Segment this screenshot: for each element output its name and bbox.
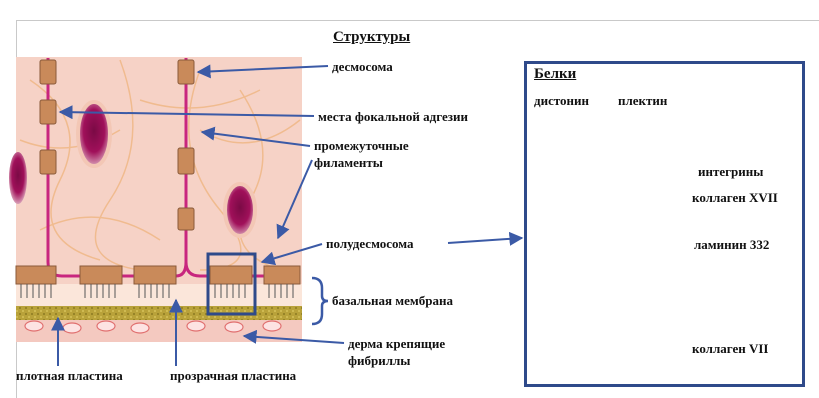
label-focal-adhesion: места фокальной адгезии — [318, 109, 468, 124]
nucleus — [225, 184, 255, 236]
basement-membrane-bracket — [312, 278, 328, 324]
lamina-densa — [16, 306, 302, 320]
label-intermediate-filaments-line1: промежуточные — [314, 138, 409, 153]
label-collagen-vii: коллаген VII — [692, 341, 768, 356]
label-dermis-fibrils-line1: дерма крепящие — [348, 336, 445, 351]
label-hemidesmosome: полудесмосома — [326, 236, 414, 251]
epithelium-panel — [9, 57, 302, 342]
label-integrins: интегрины — [698, 164, 763, 179]
label-dermis-fibrils-line2: фибриллы — [348, 353, 410, 368]
lamina-lucida — [16, 284, 302, 306]
label-dystonin: дистонин — [534, 93, 589, 108]
label-lamina-lucida: прозрачная пластина — [170, 368, 296, 383]
label-lamina-densa: плотная пластина — [16, 368, 123, 383]
proteins-title: Белки — [534, 66, 576, 83]
label-desmosome: десмосома — [332, 59, 393, 74]
structures-title: Структуры — [333, 29, 410, 46]
nucleus — [9, 152, 27, 204]
label-plectin: плектин — [618, 93, 667, 108]
proteins-box — [524, 61, 805, 387]
label-basement-membrane: базальная мембрана — [332, 293, 453, 308]
label-collagen-xvii: коллаген XVII — [692, 190, 778, 205]
label-laminin-332: ламинин 332 — [694, 237, 769, 252]
label-intermediate-filaments-line2: филаменты — [314, 155, 383, 170]
